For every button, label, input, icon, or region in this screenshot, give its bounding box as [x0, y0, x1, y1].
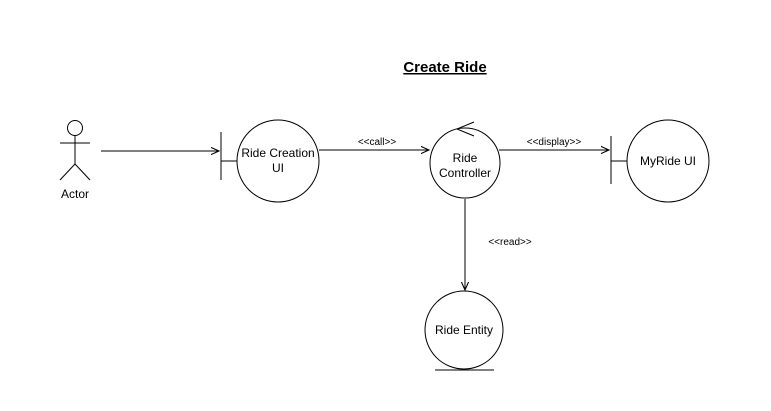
diagram-title: Create Ride [403, 59, 486, 76]
myride-ui-label: MyRide UI [640, 154, 696, 168]
myride-ui-boundary[interactable]: MyRide UI [610, 119, 710, 203]
actor-right-leg [74, 163, 91, 181]
control-circle [429, 127, 501, 199]
control-arrowhead [455, 121, 475, 137]
ride-entity-label: Ride Entity [435, 323, 493, 337]
ride-controller-control[interactable]: Ride Controller [429, 121, 501, 199]
ride-controller-label-line2: Controller [439, 166, 491, 180]
boundary-circle [626, 119, 710, 203]
boundary-circle [236, 119, 320, 203]
ride-creation-ui-label-line1: Ride Creation [241, 146, 314, 160]
read-label: <<read>> [488, 237, 532, 248]
actor-figure[interactable] [59, 120, 91, 181]
ride-creation-ui-label-line2: UI [272, 161, 284, 175]
display-label: <<display>> [527, 137, 582, 148]
call-label: <<call>> [358, 137, 397, 148]
actor-head [67, 120, 83, 136]
ride-controller-label-line1: Ride [453, 151, 478, 165]
ride-creation-ui-boundary[interactable]: Ride Creation UI [220, 119, 320, 203]
actor-left-leg [59, 163, 76, 181]
actor-label: Actor [61, 187, 89, 201]
ride-entity[interactable]: Ride Entity [424, 290, 504, 371]
entity-circle [424, 290, 504, 370]
